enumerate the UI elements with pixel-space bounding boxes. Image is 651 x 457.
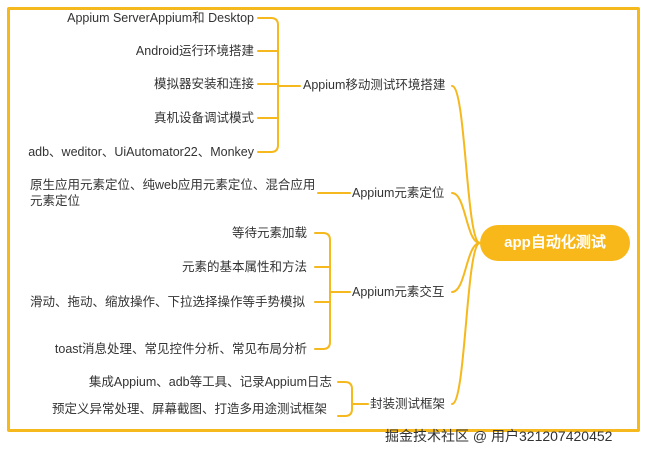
leaf-text: 模拟器安装和连接 — [153, 77, 254, 91]
link-root-branch-2 — [451, 192, 481, 244]
leaf-text: 元素的基本属性和方法 — [181, 260, 307, 274]
link-root-branch-4 — [451, 242, 481, 405]
link-branch-4-bracket — [337, 381, 353, 417]
leaf-text: toast消息处理、常见控件分析、常见布局分析 — [54, 342, 307, 356]
leaf-text: 预定义异常处理、屏幕截图、打造多用途测试框架 — [52, 402, 328, 416]
link-root-branch-1 — [451, 85, 481, 244]
branch-label: Appium元素定位 — [352, 186, 445, 200]
link-root-branch-3 — [451, 242, 481, 293]
leaf-text: Android运行环境搭建 — [135, 44, 254, 58]
leaf-text: Appium ServerAppium和 Desktop — [67, 11, 254, 25]
branch-label: Appium元素交互 — [352, 285, 445, 299]
leaf-text: 集成Appium、adb等工具、记录Appium日志 — [88, 375, 332, 389]
diagram-frame — [7, 7, 640, 432]
root-node: app自动化测试 — [480, 225, 630, 261]
leaf-text: 真机设备调试模式 — [153, 111, 254, 125]
branch-label: Appium移动测试环境搭建 — [303, 78, 446, 92]
leaf-text: 滑动、拖动、缩放操作、下拉选择操作等手势模拟 — [30, 295, 306, 309]
branch-label: 封装测试框架 — [370, 397, 446, 411]
leaf-text: 等待元素加载 — [231, 226, 307, 240]
leaf-text: 原生应用元素定位、纯web应用元素定位、混合应用元素定位 — [30, 178, 316, 208]
link-branch-3-bracket — [314, 232, 331, 350]
leaf-text: adb、weditor、UiAutomator22、Monkey — [28, 145, 254, 159]
watermark: 掘金技术社区 @ 用户321207420452 — [385, 428, 613, 444]
